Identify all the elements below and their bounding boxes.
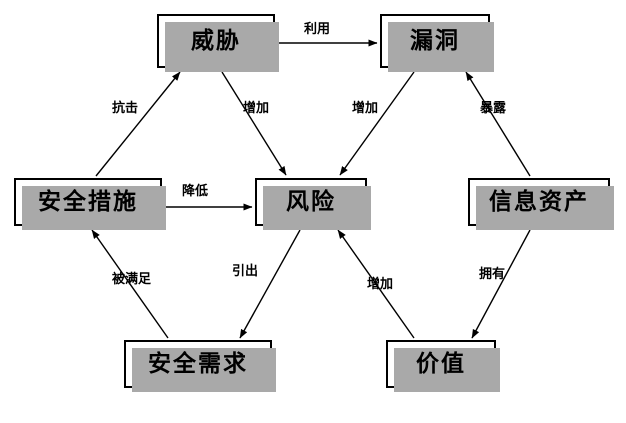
edge-label-satisfied-by: 被满足: [112, 272, 152, 287]
node-vulnerability[interactable]: 漏洞: [380, 14, 494, 72]
node-label: 威胁: [191, 27, 241, 54]
edge-need-satisfied-by-control: [91, 229, 169, 339]
edge-label-exposes: 暴露: [480, 101, 507, 116]
edge-label-counters: 抗击: [112, 101, 139, 116]
edge-vuln-increases-risk: [339, 71, 415, 176]
edge-label-elicits: 引出: [232, 264, 259, 279]
edge-label-exploits: 利用: [304, 22, 331, 37]
edge-asset-has-value: [471, 229, 531, 339]
edge-label-owns: 拥有: [479, 267, 506, 282]
node-risk[interactable]: 风险: [255, 178, 371, 230]
edge-control-counters-threat: [95, 71, 181, 177]
node-label: 信息资产: [489, 188, 589, 215]
edge-label-increases-2: 增加: [352, 101, 379, 116]
node-threat[interactable]: 威胁: [157, 14, 279, 72]
node-label: 漏洞: [410, 27, 460, 54]
edge-label-reduces: 降低: [182, 184, 209, 199]
node-label: 价值: [416, 350, 466, 377]
node-value[interactable]: 价值: [386, 340, 500, 392]
edge-label-increases-1: 增加: [243, 101, 270, 116]
node-security-control[interactable]: 安全措施: [14, 178, 166, 230]
node-information-asset[interactable]: 信息资产: [468, 178, 614, 230]
node-label: 安全需求: [148, 350, 248, 377]
edge-value-increases-risk: [337, 229, 415, 339]
edge-risk-elicits-need: [239, 229, 301, 339]
node-security-requirement[interactable]: 安全需求: [124, 340, 276, 392]
node-label: 风险: [286, 188, 336, 215]
edge-threat-increases-risk: [221, 71, 287, 176]
edge-label-increases-3: 增加: [367, 277, 394, 292]
edge-asset-exposes-vuln: [465, 71, 531, 177]
node-label: 安全措施: [38, 188, 138, 215]
